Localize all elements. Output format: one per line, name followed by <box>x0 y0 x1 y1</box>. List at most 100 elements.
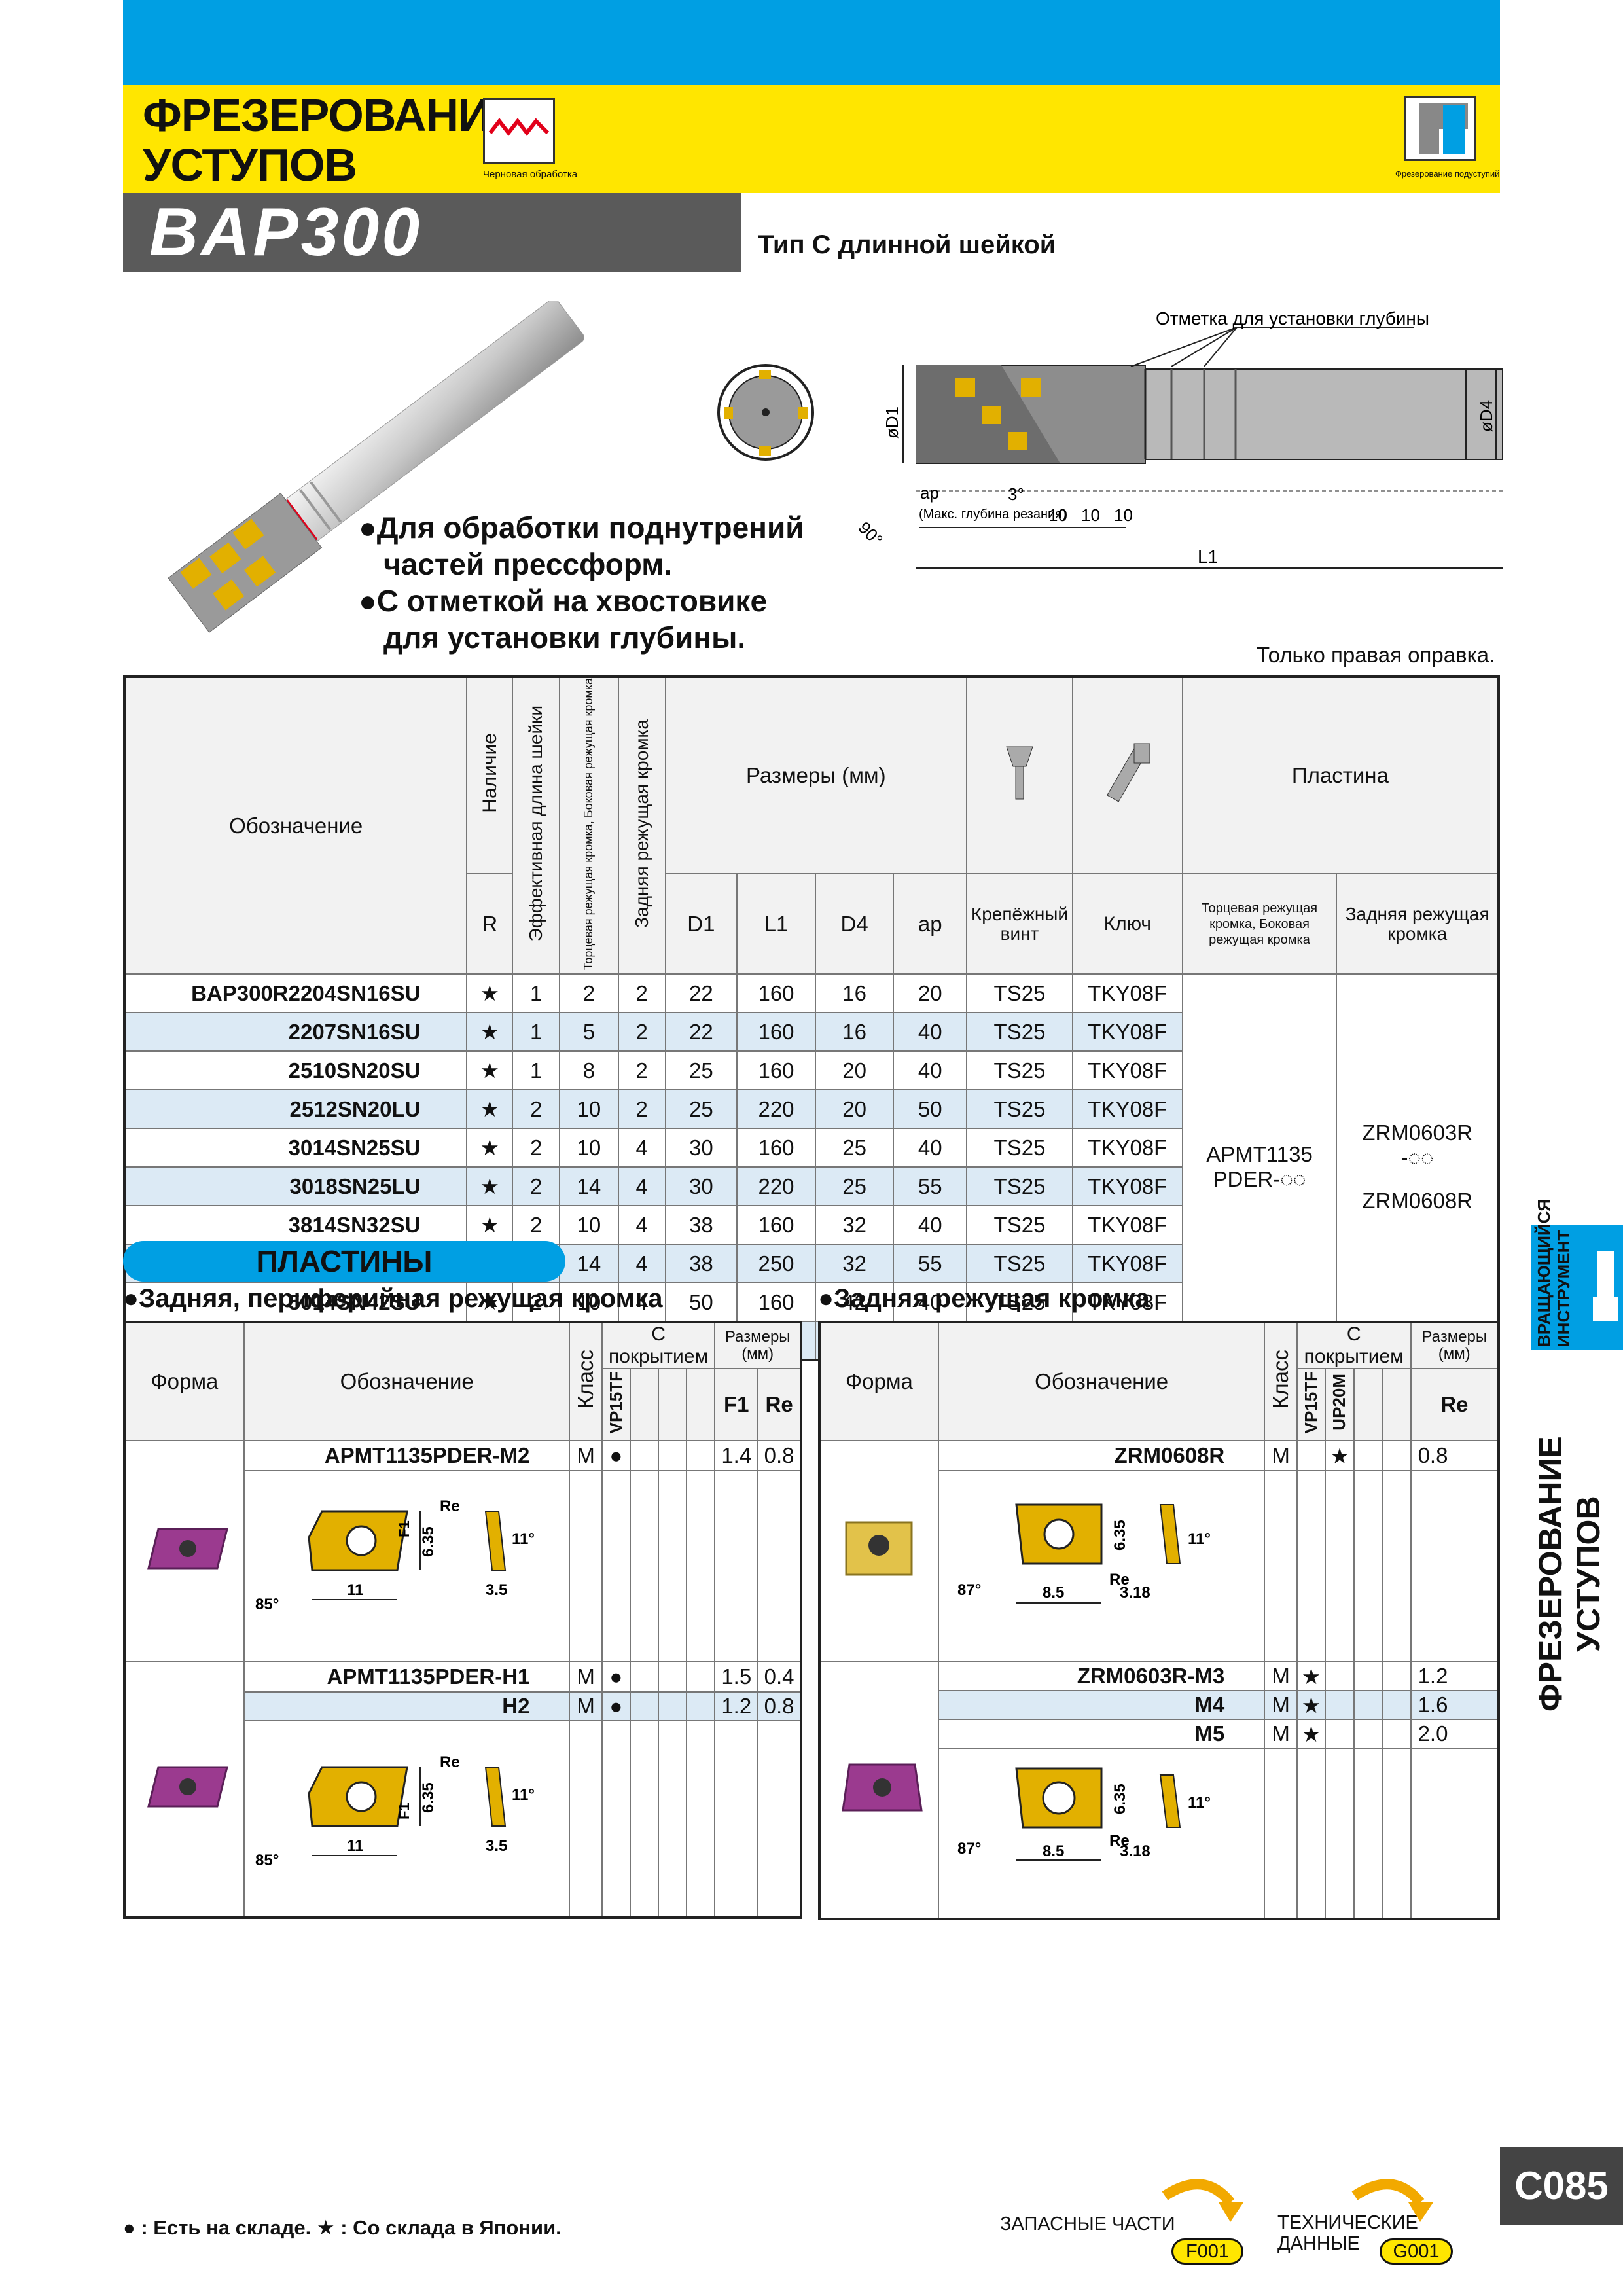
spec-l1: 160 <box>736 1012 816 1052</box>
r-up-3 <box>1325 1719 1355 1749</box>
spec-face: 14 <box>559 1166 619 1207</box>
r-vp-0 <box>1296 1440 1327 1471</box>
spec-d1: 22 <box>664 973 738 1014</box>
z1-dim-87: 87° <box>957 1581 981 1599</box>
r-h-form: Форма <box>819 1321 939 1441</box>
z2-dim-87: 87° <box>957 1840 981 1857</box>
spec-ap: 40 <box>893 1128 968 1168</box>
spec-code: 3018SN25LU <box>123 1166 468 1207</box>
spec-r: ★ <box>466 973 514 1014</box>
l1-label: L1 <box>1198 547 1218 567</box>
header-blue-band <box>123 0 1500 85</box>
z1-dim-85: 8.5 <box>1043 1584 1064 1602</box>
feature-line2: частей прессформ. <box>383 547 673 581</box>
rotating-tool-icon <box>1593 1251 1618 1321</box>
l-dim-f1: F1 <box>396 1520 412 1537</box>
spec-screw: TS25 <box>966 1089 1073 1130</box>
left-insert-title: ●Задняя, периферийная режущая кромка <box>123 1284 663 1313</box>
spec-screw: TS25 <box>966 1205 1073 1246</box>
z1-dim-318: 3.18 <box>1120 1584 1150 1602</box>
spec-face: 8 <box>559 1050 619 1091</box>
insert-back-cell: ZRM0603R-◌◌ZRM0608R <box>1336 973 1499 1361</box>
l-dim-85: 85° <box>255 1596 279 1613</box>
spec-back: 4 <box>617 1128 666 1168</box>
h-dim-11: 11 <box>347 1837 363 1855</box>
spec-back: 4 <box>617 1244 666 1284</box>
h-d4: D4 <box>814 873 895 975</box>
spec-d4: 16 <box>814 973 895 1014</box>
roughing-caption: Черновая обработка <box>483 169 578 180</box>
r-cls-1: M <box>1264 1661 1298 1691</box>
r-vp-2: ★ <box>1296 1690 1327 1720</box>
spec-d4: 32 <box>814 1205 895 1246</box>
spec-back: 2 <box>617 973 666 1014</box>
spec-ap: 40 <box>893 1205 968 1246</box>
l-re-2: 0.8 <box>757 1691 802 1721</box>
depth-mark-label: Отметка для установки глубины <box>1156 308 1429 329</box>
spec-key: TKY08F <box>1071 1244 1183 1284</box>
tech-ref-link[interactable]: G001 <box>1380 2238 1453 2265</box>
r-h-class: Класс <box>1264 1321 1298 1441</box>
r-cls-2: M <box>1264 1690 1298 1720</box>
d4-label: øD4 <box>1476 400 1496 432</box>
spec-l1: 220 <box>736 1166 816 1207</box>
l-f1-0: 1.4 <box>714 1440 759 1471</box>
spec-neck: 1 <box>512 1012 561 1052</box>
r-up-0: ★ <box>1325 1440 1355 1471</box>
spec-back: 4 <box>617 1166 666 1207</box>
ap-note: (Макс. глубина резания) <box>919 507 1067 522</box>
r-h-coated: С покрытием <box>1296 1321 1412 1369</box>
h-dim-f1: F1 <box>396 1803 412 1820</box>
spec-back: 4 <box>617 1205 666 1246</box>
r-vp-1: ★ <box>1296 1661 1327 1691</box>
insert-drawing-m2: Re 6.35 F1 11° 11 3.5 85° <box>243 1470 571 1662</box>
spec-l1: 250 <box>736 1244 816 1284</box>
dim-10c: 10 <box>1114 505 1133 525</box>
r-h-designation: Обозначение <box>937 1321 1266 1441</box>
l-cls-0: M <box>569 1440 603 1471</box>
spec-r: ★ <box>466 1205 514 1246</box>
spec-face: 10 <box>559 1282 619 1323</box>
model-name: BAP300 <box>149 194 423 270</box>
r-h-up20m: UP20M <box>1325 1368 1355 1441</box>
spec-d1: 38 <box>664 1205 738 1246</box>
l-dim-11deg: 11° <box>512 1530 535 1548</box>
r-h-dims: Размеры (мм) <box>1410 1321 1500 1369</box>
insert-photo-zrm0603 <box>819 1661 939 1920</box>
l-cls-1: M <box>569 1661 603 1693</box>
spec-ap: 55 <box>893 1166 968 1207</box>
dim-10a: 10 <box>1048 505 1067 525</box>
shoulder-caption: Фрезерование подуступий <box>1395 169 1500 179</box>
l-code-0: APMT1135PDER-M2 <box>243 1440 571 1471</box>
r-code-2: M4 <box>937 1690 1266 1720</box>
spec-l1: 160 <box>736 1282 816 1323</box>
r-re-0: 0.8 <box>1410 1440 1500 1471</box>
spec-d4: 25 <box>814 1166 895 1207</box>
r-code-1: ZRM0603R-M3 <box>937 1661 1266 1691</box>
spare-arrow-icon <box>1162 2179 1243 2222</box>
spec-d4: 25 <box>814 1128 895 1168</box>
right-insert-title: ●Задняя режущая кромка <box>818 1284 1150 1313</box>
key-icon <box>1071 675 1183 875</box>
spec-key: TKY08F <box>1071 1166 1183 1207</box>
angle-3-label: 3° <box>1008 484 1024 504</box>
l-f1-2: 1.2 <box>714 1691 759 1721</box>
spec-code: 3814SN32SU <box>123 1205 468 1246</box>
feature-list: ●Для обработки поднутрений частей прессф… <box>359 509 804 656</box>
spec-l1: 220 <box>736 1089 816 1130</box>
h-insert: Пластина <box>1181 675 1500 875</box>
l-re-1: 0.4 <box>757 1661 802 1693</box>
spec-code: 2207SN16SU <box>123 1012 468 1052</box>
spec-screw: TS25 <box>966 973 1073 1014</box>
r-re-3: 2.0 <box>1410 1719 1500 1749</box>
stock-legend: ● : Есть на складе. ★ : Со склада в Япон… <box>123 2216 562 2239</box>
h-back: Задняя режущая кромка <box>617 675 666 975</box>
spec-d1: 25 <box>664 1050 738 1091</box>
roughing-icon <box>483 98 555 164</box>
spare-ref-link[interactable]: F001 <box>1171 2238 1243 2265</box>
z2-dim-318: 3.18 <box>1120 1842 1150 1860</box>
ap-label: ap <box>920 483 939 503</box>
tool-drawing: Отметка для установки глубины øD1 øD4 ap… <box>717 308 1503 569</box>
